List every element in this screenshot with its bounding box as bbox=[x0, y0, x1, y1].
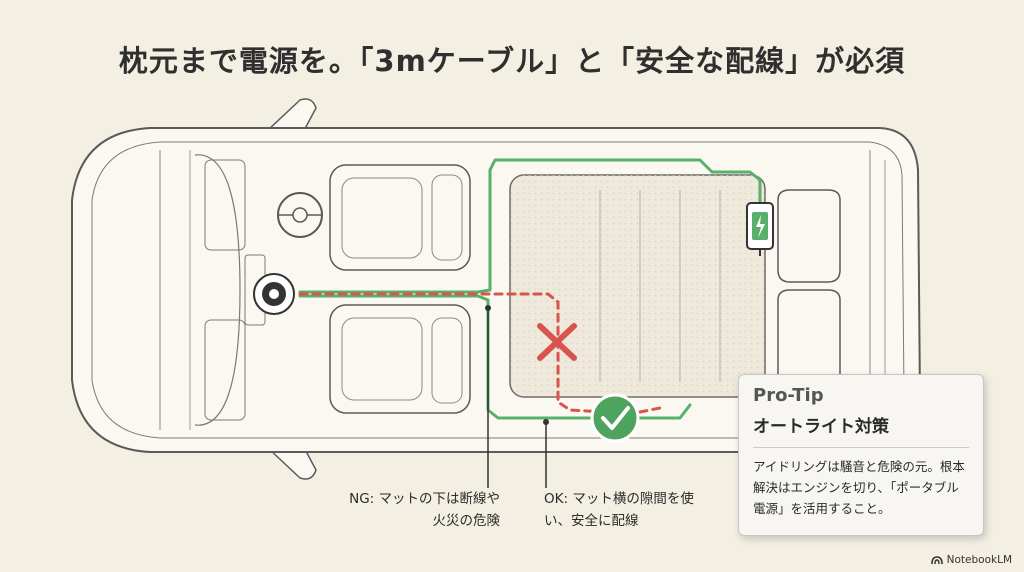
pro-tip-body: アイドリングは騒音と危険の元。根本解決はエンジンを切り、「ポータブル電源」を活用… bbox=[753, 459, 965, 516]
notebooklm-logo-icon bbox=[930, 556, 943, 565]
passenger-seat bbox=[329, 304, 471, 414]
pro-tip-subheading: オートライト対策 bbox=[753, 417, 889, 437]
driver-seat bbox=[329, 164, 471, 271]
pro-tip-card: Pro-Tip オートライト対策 アイドリングは騒音と危険の元。根本解決はエンジ… bbox=[738, 374, 984, 536]
pillow-top bbox=[777, 189, 841, 283]
ok-check-icon bbox=[590, 393, 640, 443]
brand-label: NotebookLM bbox=[946, 554, 1012, 566]
pro-tip-heading: Pro-Tip bbox=[753, 385, 824, 406]
power-socket-icon bbox=[253, 273, 295, 315]
mattress bbox=[509, 174, 766, 398]
ng-x-icon bbox=[537, 323, 577, 361]
ng-pointer bbox=[485, 305, 491, 488]
phone-charging-icon bbox=[746, 202, 774, 256]
steering-wheel bbox=[277, 192, 323, 238]
page-title: 枕元まで電源を。「3mケーブル」と「安全な配線」が必須 bbox=[118, 44, 906, 78]
ok-label: OK: マット横の隙間を使い、安全に配線 bbox=[544, 491, 694, 529]
ng-route bbox=[298, 292, 662, 414]
brand-watermark: NotebookLM bbox=[930, 554, 1012, 566]
ng-label: NG: マットの下は断線や火災の危険 bbox=[349, 491, 500, 529]
pro-tip-divider bbox=[753, 447, 969, 448]
ok-pointer bbox=[543, 419, 549, 488]
